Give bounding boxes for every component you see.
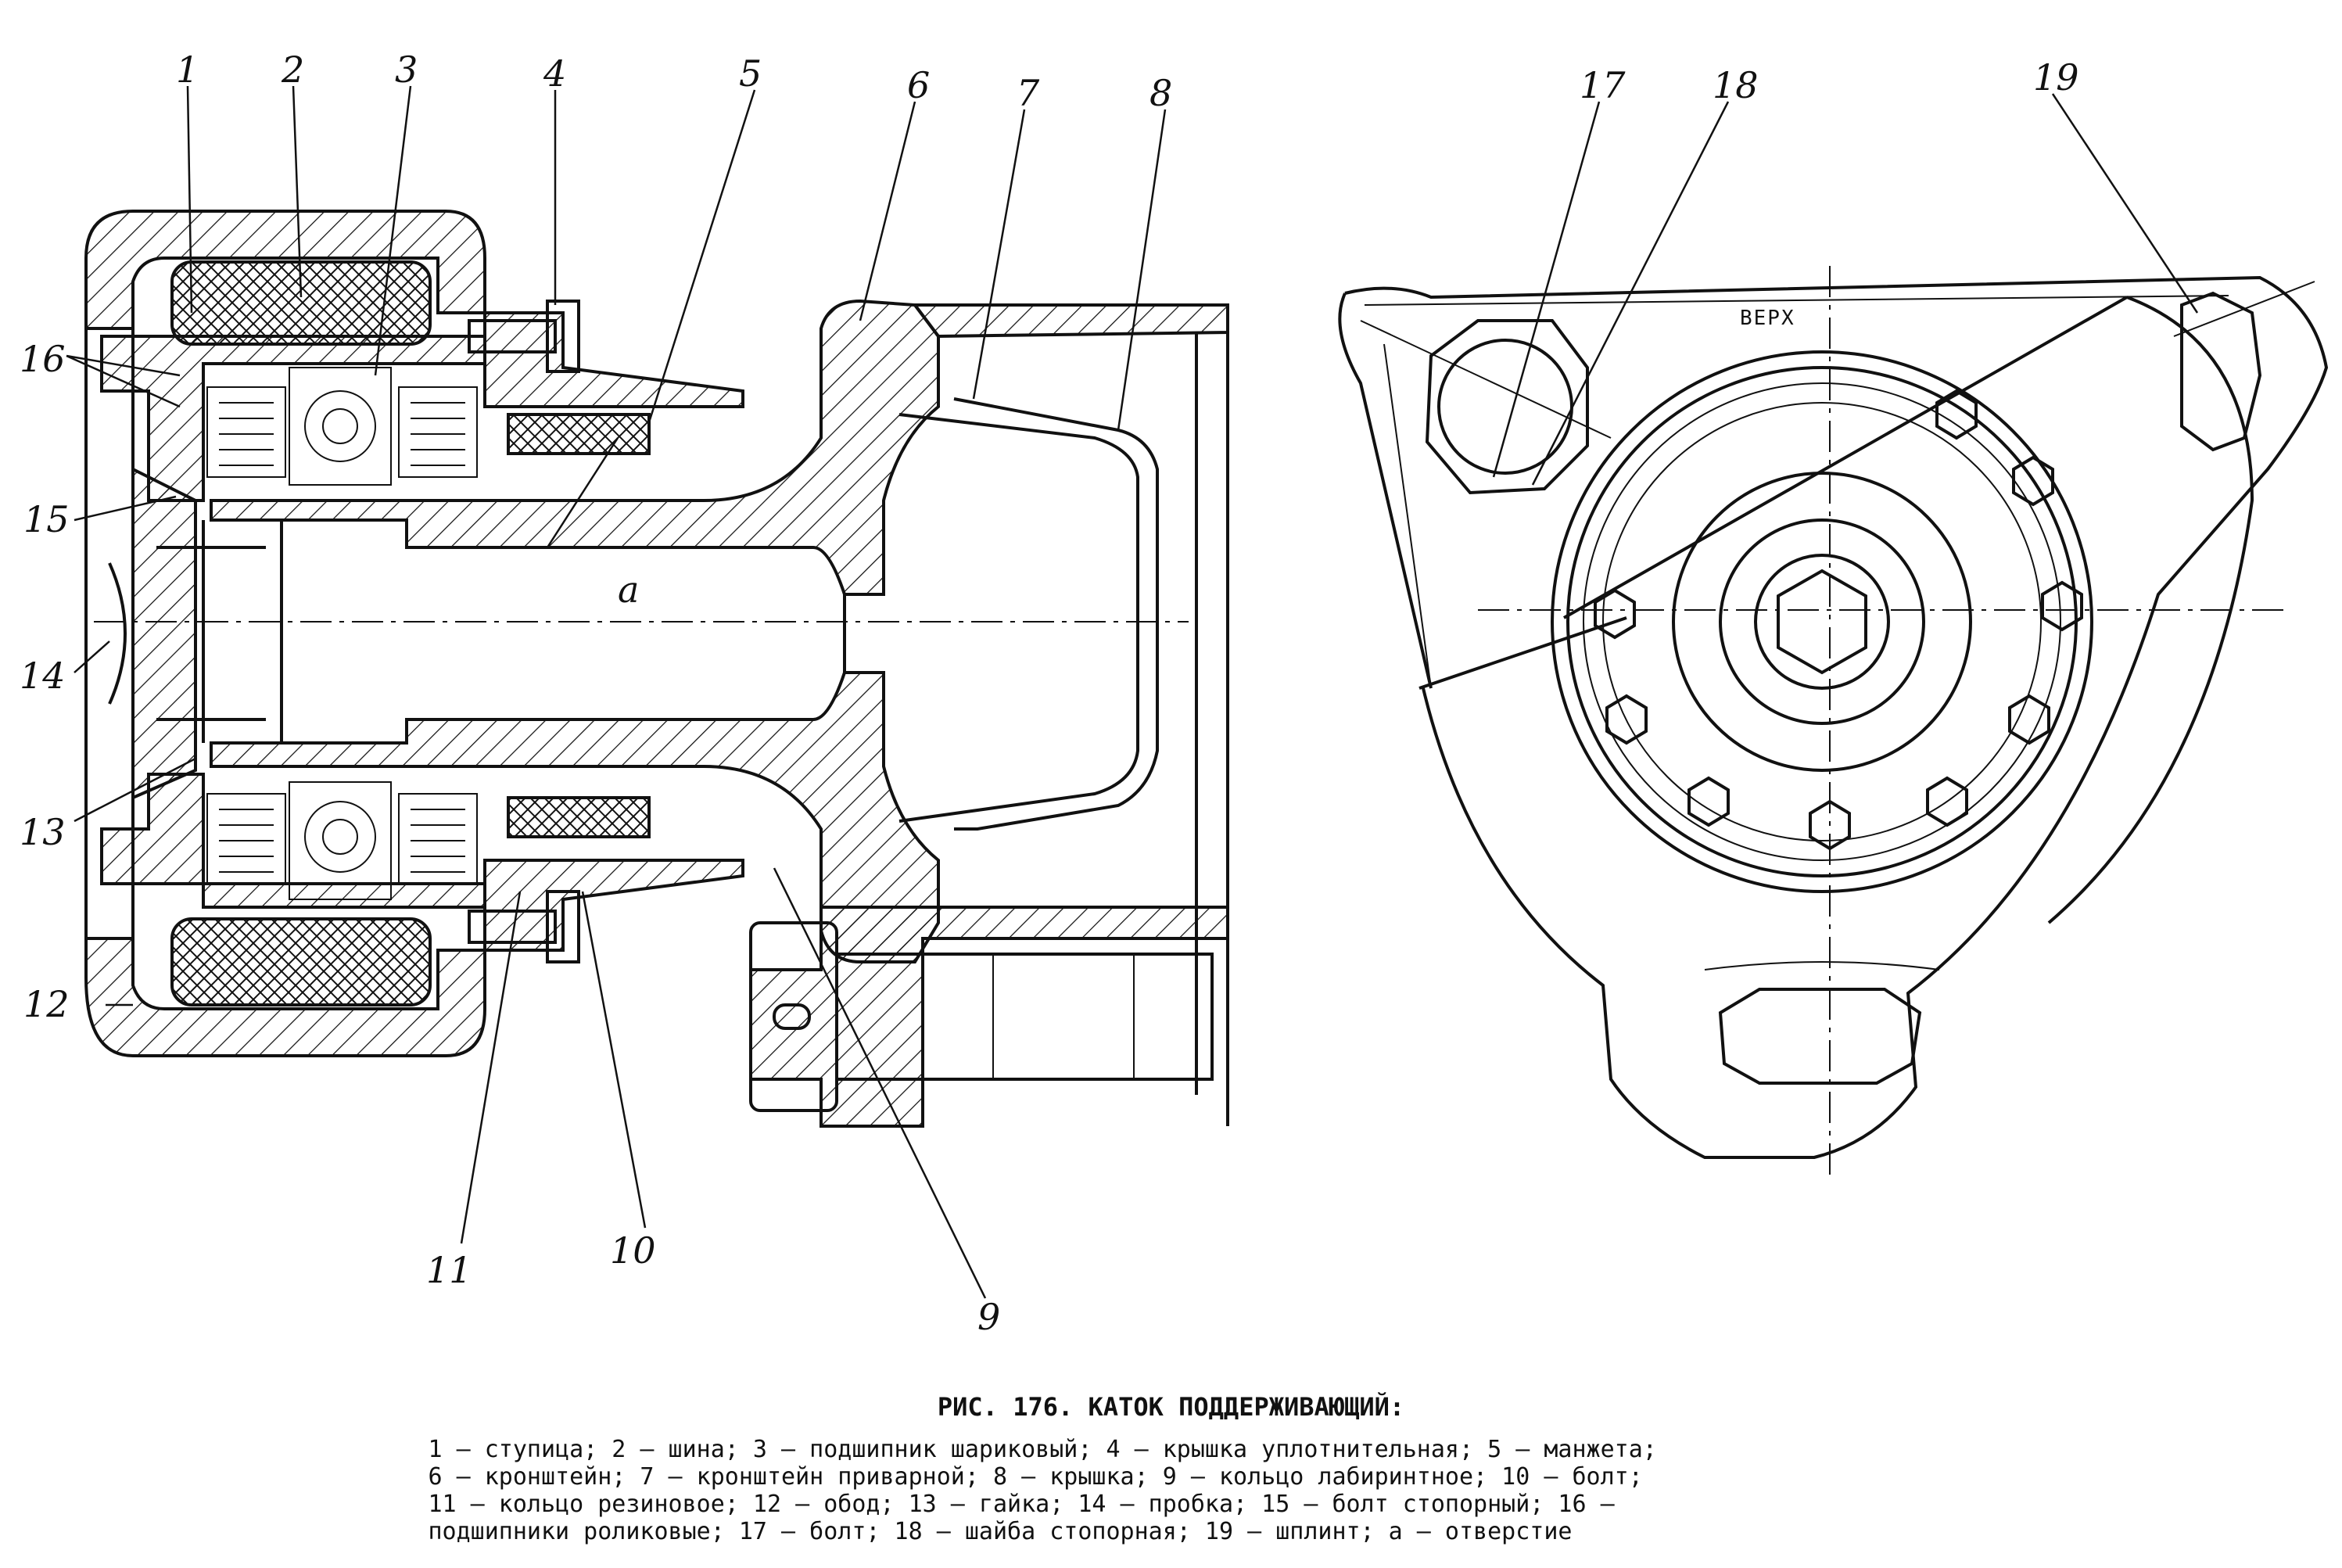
- nut-icon: [1687, 776, 1730, 827]
- legend-line: 1 – ступица; 2 – шина; 3 – подшипник шар…: [428, 1436, 1657, 1463]
- roller-lines-bottom: [219, 809, 465, 873]
- caption-title: РИС. 176. КАТОК ПОДДЕРЖИВАЮЩИЙ:: [937, 1392, 1405, 1422]
- callout-2: 2: [281, 48, 304, 91]
- bolt-bottom-head: [546, 890, 580, 963]
- callout-5: 5: [739, 52, 762, 95]
- nut-icon: [2012, 455, 2054, 507]
- caption-legend: 1 – ступица; 2 – шина; 3 – подшипник шар…: [429, 1436, 1914, 1545]
- nut-icon: [1594, 588, 1636, 640]
- callout-13: 13: [20, 811, 66, 853]
- bracket-plate: [1338, 275, 2329, 1159]
- roller-lines-top: [219, 402, 465, 466]
- roller-bearing-top-left: [206, 386, 286, 478]
- cotter-19: [2173, 281, 2315, 452]
- ball-bearing-bottom: [289, 781, 392, 900]
- ball-bearing-top: [289, 367, 392, 486]
- wheel-rim-circle: [1551, 350, 2093, 893]
- cover-bell: [953, 397, 1159, 831]
- callout-6: 6: [907, 64, 930, 106]
- callout-7: 7: [1017, 72, 1040, 114]
- cuff-bottom: [507, 796, 651, 838]
- nut-icon: [2008, 694, 2050, 745]
- welded-bracket-top: [912, 303, 1229, 339]
- callout-14: 14: [20, 655, 66, 697]
- tire-bottom: [170, 917, 432, 1006]
- legend-line: подшипники роликовые; 17 – болт; 18 – ша…: [428, 1518, 1573, 1545]
- cover-bell-inner: [898, 413, 1139, 823]
- marking-verh: ВЕРХ: [1740, 307, 1795, 330]
- hub-circle: [1672, 472, 1972, 772]
- lower-bolt-shank: [835, 953, 1214, 1081]
- center-hex: [1777, 569, 1867, 675]
- callout-a: a: [618, 569, 639, 611]
- lower-nut-housing: [749, 906, 1229, 1128]
- cutaway-sector: [1418, 296, 2254, 924]
- callout-4: 4: [543, 52, 566, 95]
- shaft-end: [156, 520, 283, 743]
- callout-15: 15: [23, 498, 70, 540]
- bolt-top: [468, 319, 557, 353]
- end-plug: [131, 466, 197, 801]
- nut-icon: [1605, 694, 1648, 745]
- callout-8: 8: [1149, 72, 1172, 114]
- callouts: 1 2 3 4 5 6 7 8 9 10 11 12 13 14 15 16 1…: [20, 48, 2199, 1338]
- seal-cover-bottom: [483, 859, 744, 952]
- shaft-cavity: [407, 546, 846, 721]
- bolt-circle: [1594, 389, 2083, 851]
- seal-cover-top: [483, 311, 744, 408]
- rim-top: [84, 210, 486, 330]
- callout-3: 3: [395, 48, 418, 91]
- bracket-tube-outline: [1195, 305, 1229, 1126]
- callout-1: 1: [176, 48, 199, 91]
- roller-bearing-bottom-right: [398, 793, 478, 884]
- nut-icon: [1926, 776, 1968, 827]
- lower-nut-end: [1704, 961, 1940, 1085]
- roller-bearing-bottom-left: [206, 793, 286, 884]
- legend-line: 6 – кронштейн; 7 – кронштейн приварной; …: [428, 1463, 1643, 1491]
- callout-19: 19: [2033, 56, 2079, 99]
- callout-16: 16: [20, 338, 66, 380]
- callout-11: 11: [426, 1249, 472, 1291]
- ball-top: [304, 390, 376, 462]
- split-pin: [773, 1003, 811, 1030]
- plug-dome: [108, 562, 127, 705]
- bracket-body: [210, 299, 940, 596]
- bolt-top-head: [546, 300, 580, 373]
- callout-9: 9: [977, 1296, 1000, 1338]
- callout-10: 10: [610, 1229, 656, 1272]
- roller-bearing-top-right: [398, 386, 478, 478]
- nut-icon: [2041, 580, 2083, 632]
- callout-18: 18: [1713, 64, 1759, 106]
- nut-icon: [1935, 389, 1978, 440]
- legend-line: 11 – кольцо резиновое; 12 – обод; 13 – г…: [428, 1491, 1615, 1518]
- rim-bottom: [84, 937, 486, 1057]
- drawing-canvas: ВЕРХ 1 2 3 4 5 6 7 8 9 10 11 12: [20, 48, 2329, 1338]
- ball-bottom: [304, 801, 376, 873]
- figure-caption: РИС. 176. КАТОК ПОДДЕРЖИВАЮЩИЙ: 1 – ступ…: [0, 1392, 2342, 1545]
- end-view: ВЕРХ: [1338, 266, 2329, 1181]
- callout-12: 12: [23, 983, 70, 1025]
- bracket-body-lower: [210, 671, 940, 963]
- cuff-top: [507, 413, 651, 455]
- section-view: [84, 210, 1229, 1128]
- callout-17: 17: [1580, 64, 1626, 106]
